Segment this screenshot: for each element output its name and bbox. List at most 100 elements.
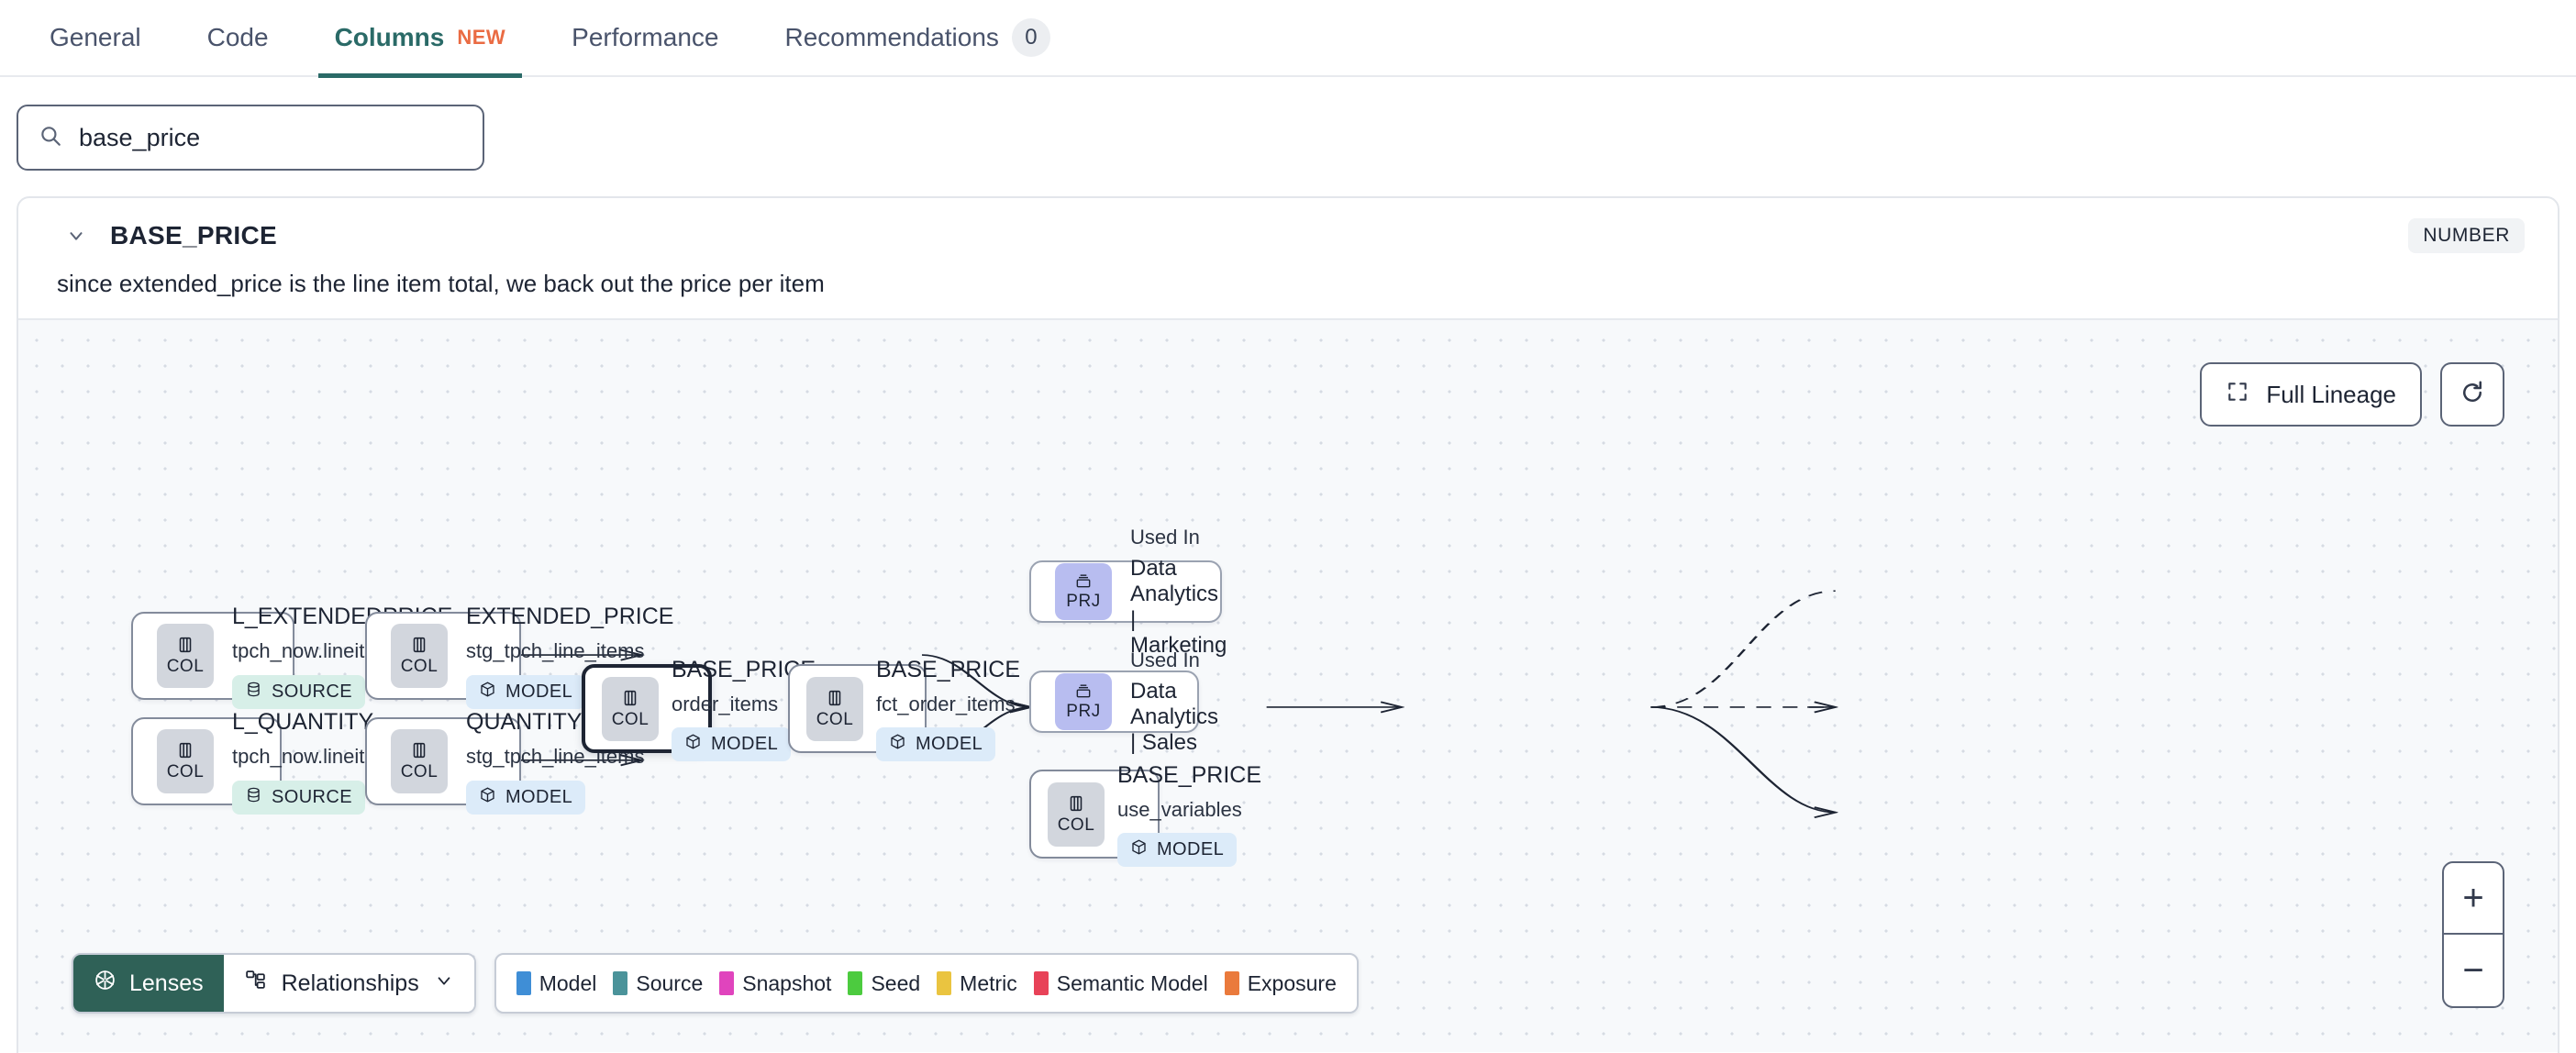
badge-label: COL [816, 709, 854, 729]
cube-icon [889, 733, 906, 756]
lineage-node-used-in-marketing[interactable]: PRJ Used In Data Analytics | Marketing [1029, 526, 1227, 658]
node-title: BASE_PRICE [876, 656, 1021, 682]
badge-label: PRJ [1066, 592, 1101, 611]
tag-label: MODEL [505, 681, 573, 702]
chevron-down-icon[interactable] [66, 226, 86, 246]
legend-swatch [937, 971, 952, 995]
badge-label: COL [400, 657, 439, 676]
tab-recommendations[interactable]: Recommendations 0 [784, 0, 1050, 76]
legend-item-exposure: Exposure [1224, 970, 1337, 996]
legend-item-model: Model [516, 970, 597, 996]
used-in-value: Data Analytics | Marketing [1130, 555, 1227, 658]
col-type-badge: COL [157, 729, 214, 793]
node-tag-model: MODEL [466, 674, 586, 709]
full-lineage-label: Full Lineage [2266, 380, 2396, 408]
tab-label: Performance [572, 23, 719, 51]
cube-icon [684, 733, 702, 756]
hierarchy-icon [244, 969, 267, 998]
lineage-node-l-quantity[interactable]: COL L_QUANTITY tpch_now.lineitem SOURCE [131, 709, 393, 815]
node-body: BASE_PRICE use_variables MODEL [1105, 761, 1285, 868]
badge-label: COL [1057, 815, 1095, 835]
aperture-icon [94, 969, 117, 998]
cube-icon [1130, 838, 1148, 861]
database-icon [245, 786, 262, 809]
node-tag-source: SOURCE [232, 780, 365, 815]
tab-label: Code [206, 23, 269, 51]
col-type-badge: COL [391, 624, 448, 688]
col-type-badge: COL [157, 624, 214, 688]
node-body: BASE_PRICE fct_order_items MODEL [863, 656, 1044, 762]
tag-label: MODEL [505, 786, 573, 807]
legend-item-metric: Metric [937, 971, 1017, 996]
node-tag-model: MODEL [876, 727, 996, 762]
node-tag-model: MODEL [1117, 833, 1238, 868]
lineage-node-extended-price[interactable]: COL EXTENDED_PRICE stg_tpch_line_items M… [365, 604, 673, 709]
tab-label: General [50, 23, 141, 51]
col-type-badge: COL [806, 676, 863, 741]
legend-swatch [1224, 971, 1239, 995]
legend-label: Model [539, 970, 597, 995]
badge-label: COL [166, 762, 205, 781]
tab-label: Columns [334, 23, 445, 51]
lineage-canvas[interactable]: COL L_EXTENDEDPRICE tpch_now.lineitem SO… [18, 318, 2558, 1052]
lineage-node-used-in-sales[interactable]: PRJ Used In Data Analytics | Sales [1029, 648, 1218, 755]
new-badge: NEW [457, 26, 506, 49]
used-in-label: Used In [1130, 648, 1200, 671]
zoom-out-button[interactable]: − [2462, 949, 2484, 991]
column-header[interactable]: BASE_PRICE NUMBER [18, 198, 2558, 253]
node-subtitle: fct_order_items [876, 692, 1016, 715]
tag-label: MODEL [1157, 839, 1225, 860]
lenses-button[interactable]: Lenses [73, 955, 224, 1012]
lineage-node-quantity[interactable]: COL QUANTITY stg_tpch_line_items MODEL [365, 709, 644, 815]
relationships-dropdown[interactable]: Relationships [223, 955, 474, 1012]
col-type-badge: COL [602, 676, 659, 741]
badge-label: PRJ [1066, 702, 1101, 721]
lineage-controls: Full Lineage [2200, 362, 2504, 427]
search-area [0, 77, 2576, 171]
node-body: Used In Data Analytics | Sales [1112, 648, 1242, 756]
zoom-controls: + − [2442, 861, 2504, 1008]
legend-label: Exposure [1247, 970, 1337, 995]
badge-label: COL [400, 762, 439, 781]
legend-swatch [516, 971, 531, 995]
page-title: BASE_PRICE [110, 221, 277, 249]
tag-label: SOURCE [272, 786, 352, 807]
lineage-node-l-extendedprice[interactable]: COL L_EXTENDEDPRICE tpch_now.lineitem SO… [131, 604, 452, 709]
tab-performance[interactable]: Performance [572, 0, 718, 76]
legend-item-snapshot: Snapshot [719, 971, 831, 996]
node-subtitle: order_items [672, 692, 779, 715]
tab-code[interactable]: Code [207, 0, 269, 76]
lineage-node-base-price-order-items[interactable]: COL BASE_PRICE order_items MODEL [582, 657, 816, 762]
lineage-node-base-price-use-variables[interactable]: COL BASE_PRICE use_variables MODEL [1029, 762, 1261, 868]
tab-general[interactable]: General [50, 0, 141, 76]
node-type-legend: Model Source Snapshot Seed Metric [494, 953, 1359, 1014]
badge-label: COL [166, 657, 205, 676]
lineage-node-base-price-fct-order-items[interactable]: COL BASE_PRICE fct_order_items MODEL [788, 657, 1020, 762]
node-tag-source: SOURCE [232, 674, 365, 709]
col-type-badge: COL [1048, 781, 1105, 847]
tab-columns[interactable]: Columns NEW [317, 0, 522, 78]
legend-label: Source [636, 970, 704, 995]
used-in-value: Data Analytics | Sales [1130, 678, 1219, 755]
prj-type-badge: PRJ [1055, 563, 1112, 620]
legend-swatch [613, 971, 628, 995]
node-subtitle: use_variables [1117, 797, 1242, 821]
full-lineage-button[interactable]: Full Lineage [2200, 362, 2422, 427]
search-box[interactable] [17, 105, 484, 171]
node-tag-model: MODEL [672, 727, 792, 762]
refresh-button[interactable] [2440, 362, 2504, 427]
badge-label: COL [611, 709, 650, 729]
cube-icon [479, 681, 496, 704]
column-card: BASE_PRICE NUMBER since extended_price i… [17, 196, 2559, 1053]
legend-swatch [848, 971, 863, 995]
column-type-badge: NUMBER [2408, 218, 2525, 253]
search-input[interactable] [79, 123, 462, 152]
node-title: L_QUANTITY [232, 709, 374, 736]
tab-bar: General Code Columns NEW Performance Rec… [0, 0, 2576, 78]
zoom-in-button[interactable]: + [2444, 863, 2503, 935]
tag-label: MODEL [916, 734, 983, 755]
legend-label: Semantic Model [1056, 970, 1208, 995]
node-tag-model: MODEL [466, 780, 586, 815]
cube-icon [479, 786, 496, 809]
used-in-label: Used In [1130, 525, 1200, 549]
